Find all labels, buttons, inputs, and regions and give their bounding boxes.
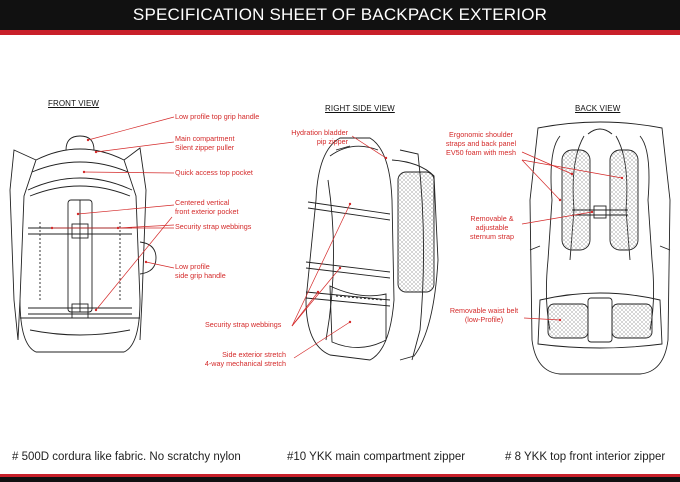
callout-text: 4-way mechanical stretch xyxy=(204,359,286,368)
callout-hydration-zipper: Hydration bladder pip zipper xyxy=(250,128,348,146)
footer-front-zipper-note: # 8 YKK top front interior zipper xyxy=(505,451,666,463)
front-body-outline xyxy=(19,148,141,353)
footer-fabric-note: # 500D cordura like fabric. No scratchy … xyxy=(12,451,241,463)
header-accent-stripe xyxy=(0,30,680,35)
side-shoulder-strap xyxy=(399,149,425,361)
callout-main-compartment: Main compartment Silent zipper puller xyxy=(175,134,235,152)
back-body-outline xyxy=(529,121,671,375)
callout-side-strap-webbings: Security strap webbings xyxy=(205,320,281,329)
side-view-drawing xyxy=(305,137,439,361)
callout-leader-lines xyxy=(52,116,623,359)
callout-waist-belt: Removable waist belt (low-Profile) xyxy=(444,306,524,324)
front-side-handle xyxy=(139,241,157,275)
front-view-title: FRONT VIEW xyxy=(48,99,100,108)
callout-text: Side exterior stretch xyxy=(222,350,286,359)
callout-text: adjustable xyxy=(475,223,509,232)
callout-text: Main compartment xyxy=(175,134,235,143)
callout-text: Low profile top grip handle xyxy=(175,112,260,121)
side-mesh-panel xyxy=(397,171,435,293)
callout-top-grip-handle: Low profile top grip handle xyxy=(175,112,259,121)
back-view-drawing xyxy=(529,121,671,375)
callout-sternum-strap: Removable & adjustable sternum strap xyxy=(462,214,522,241)
footer-bar xyxy=(0,477,680,482)
callout-text: Silent zipper puller xyxy=(175,143,235,152)
callout-side-grip-handle: Low profile side grip handle xyxy=(175,262,226,280)
callout-text: Ergonomic shoulder xyxy=(449,130,513,139)
callout-text: Quick access top pocket xyxy=(175,168,253,177)
footer-main-zipper-note: #10 YKK main compartment zipper xyxy=(287,451,466,463)
front-top-handle xyxy=(65,135,95,151)
back-lumbar-pad xyxy=(587,297,613,343)
callout-text: sternum strap xyxy=(470,232,514,241)
back-waist-mesh-left xyxy=(547,303,589,339)
callout-text: pip zipper xyxy=(316,137,348,146)
front-main-zip xyxy=(27,177,133,191)
front-top-pocket-zip xyxy=(31,161,129,173)
front-view-drawing xyxy=(9,135,157,353)
back-right-shoulder-strap xyxy=(639,135,655,331)
front-right-shoulder-strap xyxy=(123,147,147,341)
callout-markers xyxy=(50,138,624,324)
page-title: SPECIFICATION SHEET OF BACKPACK EXTERIOR xyxy=(132,5,548,24)
callout-text: Low profile xyxy=(175,262,210,271)
callout-side-stretch: Side exterior stretch 4-way mechanical s… xyxy=(180,350,286,368)
callout-text: (low-Profile) xyxy=(464,315,504,324)
footer-accent-stripe xyxy=(0,474,680,477)
back-panel-mesh-left xyxy=(561,149,591,251)
back-view-title: BACK VIEW xyxy=(575,104,621,113)
callout-front-strap-webbings: Security strap webbings xyxy=(175,222,251,231)
callout-text: Security strap webbings xyxy=(205,320,282,329)
callout-text: front exterior pocket xyxy=(175,207,239,216)
back-top-handle xyxy=(587,128,613,135)
callout-text: straps and back panel xyxy=(445,139,517,148)
side-top-zip xyxy=(329,145,379,157)
side-lower-strap xyxy=(305,261,391,279)
back-waist-belt xyxy=(537,292,663,349)
callout-text: Centered vertical xyxy=(175,198,230,207)
callout-quick-access-pocket: Quick access top pocket xyxy=(175,168,253,177)
callout-text: Security strap webbings xyxy=(175,222,252,231)
side-body-outline xyxy=(305,137,395,361)
side-back-panel xyxy=(391,159,439,361)
back-left-shoulder-strap xyxy=(545,135,561,331)
back-waist-mesh-right xyxy=(611,303,653,339)
callout-text: side grip handle xyxy=(175,271,226,280)
back-sternum-strap xyxy=(572,209,628,216)
side-view-title: RIGHT SIDE VIEW xyxy=(325,104,395,113)
side-stretch-pocket xyxy=(329,285,387,348)
title-bar: SPECIFICATION SHEET OF BACKPACK EXTERIOR xyxy=(0,0,680,30)
callout-text: Removable waist belt xyxy=(449,306,519,315)
callout-text: EV50 foam with mesh xyxy=(446,148,516,157)
back-panel-mesh-right xyxy=(609,149,639,251)
side-upper-strap xyxy=(307,201,391,221)
front-left-shoulder-strap xyxy=(9,149,37,341)
callout-shoulder-straps: Ergonomic shoulder straps and back panel… xyxy=(440,130,522,157)
front-lower-strap xyxy=(28,307,132,315)
callout-text: Hydration bladder xyxy=(291,128,348,137)
callout-text: Removable & xyxy=(470,214,514,223)
side-bottom-strap xyxy=(305,291,391,307)
callout-front-exterior-pocket: Centered vertical front exterior pocket xyxy=(175,198,239,216)
